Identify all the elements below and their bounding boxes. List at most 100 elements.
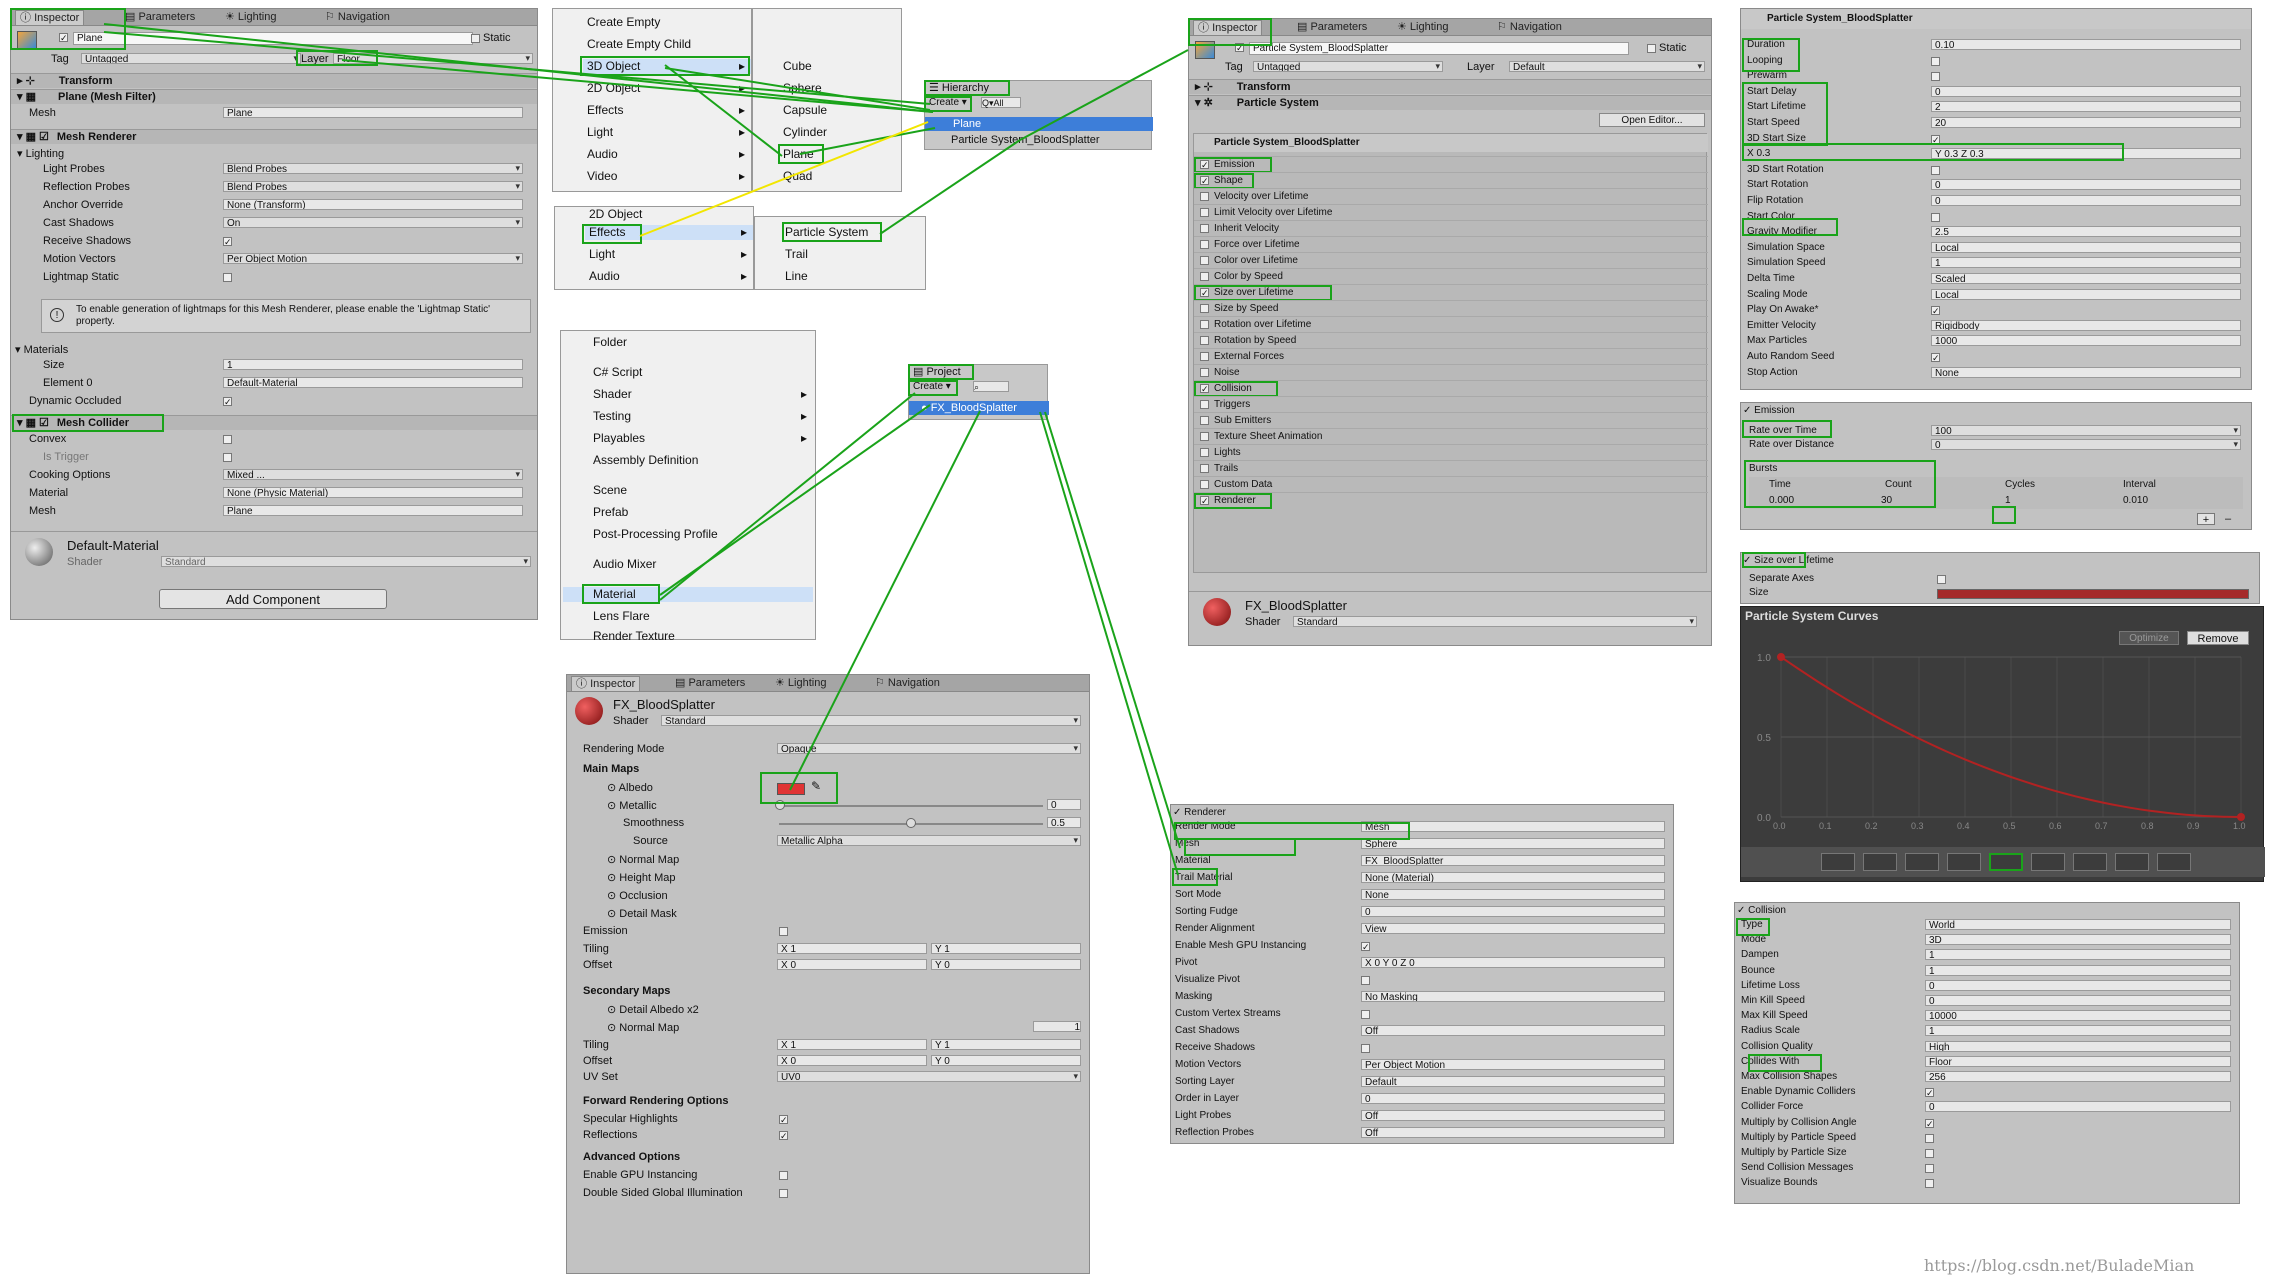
row-value-field[interactable]: 1 (1925, 1025, 2231, 1037)
menu-item-light[interactable]: Light▸ (587, 125, 745, 139)
lighting-foldout[interactable]: ▾ Lighting (17, 148, 65, 160)
submenu-item-sphere[interactable]: Sphere (783, 81, 822, 95)
tab-lighting[interactable]: ☀ Lighting (775, 677, 827, 689)
menu-item-audio-mixer[interactable]: Audio Mixer (593, 557, 657, 571)
active-checkbox[interactable]: ✓ (1235, 43, 1244, 53)
module-toggle-checkbox[interactable] (1200, 432, 1209, 441)
tiling2-y-field[interactable]: Y 1 (931, 1039, 1081, 1050)
menu-item-effects[interactable]: Effects▸ (587, 103, 745, 117)
offset-y-field[interactable]: Y 0 (931, 959, 1081, 970)
tag-dropdown[interactable]: Untagged (81, 53, 301, 64)
module-row[interactable]: Texture Sheet Animation (1194, 428, 1708, 445)
materials-size-field[interactable]: 1 (223, 359, 523, 370)
emission-checkbox[interactable] (779, 927, 788, 936)
tab-parameters[interactable]: ▤ Parameters (125, 11, 196, 23)
module-row[interactable]: ✓Size over Lifetime (1194, 284, 1708, 301)
menu-item-audio[interactable]: Audio▸ (587, 147, 745, 161)
row-value-field[interactable]: 3D (1925, 934, 2231, 946)
burst-time-field[interactable]: 0.000 (1769, 495, 1795, 506)
receive-shadows-checkbox[interactable]: ✓ (223, 237, 232, 247)
motion-vectors-dropdown[interactable]: Per Object Motion (223, 253, 523, 264)
tab-parameters[interactable]: ▤ Parameters (1297, 21, 1368, 33)
hierarchy-search[interactable]: Q▾All (981, 97, 1021, 108)
add-burst-button[interactable]: + (2197, 513, 2215, 526)
module-row[interactable]: Noise (1194, 364, 1708, 381)
menu-item-create-empty[interactable]: Create Empty (587, 15, 661, 29)
submenu-item-cube[interactable]: Cube (783, 59, 812, 73)
module-row[interactable]: Trails (1194, 460, 1708, 477)
shader-dropdown[interactable]: Standard (161, 556, 531, 567)
reflections-checkbox[interactable]: ✓ (779, 1131, 788, 1141)
module-toggle-checkbox[interactable] (1200, 192, 1209, 201)
curve-preset-button[interactable] (2073, 853, 2107, 871)
normal-scale-field[interactable]: 1 (1033, 1021, 1081, 1032)
row-checkbox[interactable] (1925, 1149, 1934, 1158)
dynamic-occluded-checkbox[interactable]: ✓ (223, 397, 232, 407)
submenu-item-particle-system[interactable]: Particle System (785, 225, 869, 239)
curve-preset-button[interactable] (1989, 853, 2023, 871)
row-value-field[interactable]: 1 (1925, 964, 2231, 976)
row-value-field[interactable]: Mesh (1361, 821, 1665, 832)
module-row[interactable]: Limit Velocity over Lifetime (1194, 204, 1708, 221)
smoothness-value[interactable]: 0.5 (1047, 817, 1081, 828)
menu-item-video[interactable]: Video▸ (587, 169, 745, 183)
curve-key-start[interactable] (1777, 653, 1785, 661)
module-toggle-checkbox[interactable]: ✓ (1200, 384, 1209, 394)
row-checkbox[interactable] (1931, 56, 1940, 66)
hierarchy-item-particle-system[interactable]: Particle System_BloodSplatter (951, 134, 1100, 146)
row-value-field[interactable]: Local (1931, 241, 2241, 253)
module-toggle-checkbox[interactable] (1200, 416, 1209, 425)
light-probes-dropdown[interactable]: Blend Probes (223, 163, 523, 174)
menu-item-2d-object[interactable]: 2D Object▸ (587, 81, 745, 95)
row-value-field[interactable]: 0 (1925, 995, 2231, 1006)
module-toggle-checkbox[interactable]: ✓ (1200, 176, 1209, 186)
row-value-field[interactable]: 1000 (1931, 335, 2241, 347)
tab-lighting[interactable]: ☀ Lighting (225, 11, 277, 23)
add-component-button[interactable]: Add Component (159, 589, 387, 609)
tiling-x-field[interactable]: X 1 (777, 943, 927, 954)
module-toggle-checkbox[interactable] (1200, 240, 1209, 249)
cast-shadows-dropdown[interactable]: On (223, 217, 523, 228)
module-row[interactable]: Sub Emitters (1194, 412, 1708, 429)
row-checkbox[interactable] (1931, 165, 1940, 175)
curves-remove-button[interactable]: Remove (2187, 631, 2249, 645)
submenu-item-quad[interactable]: Quad (783, 169, 813, 183)
double-sided-gi-checkbox[interactable] (779, 1189, 788, 1198)
specular-highlights-checkbox[interactable]: ✓ (779, 1115, 788, 1125)
row-value-field[interactable]: Floor (1925, 1055, 2231, 1067)
hierarchy-title[interactable]: ☰ Hierarchy (929, 82, 989, 94)
menu-item-effects[interactable]: Effects▸ (585, 225, 753, 240)
row-checkbox[interactable]: ✓ (1931, 353, 1940, 363)
module-toggle-checkbox[interactable]: ✓ (1200, 496, 1209, 506)
submenu-item-cylinder[interactable]: Cylinder (783, 125, 828, 139)
particle-system-header[interactable]: ▾ ✲Particle System (1189, 95, 1711, 110)
tab-inspector[interactable]: ⓘ Inspector (15, 10, 85, 25)
search-icon[interactable]: ⌕ (973, 381, 1009, 392)
offset2-x-field[interactable]: X 0 (777, 1055, 927, 1066)
metallic-value[interactable]: 0 (1047, 799, 1081, 810)
source-dropdown[interactable]: Metallic Alpha (777, 835, 1081, 846)
module-toggle-checkbox[interactable] (1200, 352, 1209, 361)
size-curve-preview[interactable] (1937, 589, 2249, 599)
cooking-options-dropdown[interactable]: Mixed ... (223, 469, 523, 480)
hierarchy-item-plane[interactable]: Plane (925, 117, 1153, 131)
reflection-probes-dropdown[interactable]: Blend Probes (223, 181, 523, 192)
remove-burst-button[interactable]: – (2224, 513, 2232, 525)
size-curve[interactable] (1780, 656, 2242, 818)
metallic-slider-thumb[interactable] (775, 800, 785, 810)
menu-item-testing[interactable]: Testing▸ (593, 409, 807, 423)
tab-lighting[interactable]: ☀ Lighting (1397, 21, 1449, 33)
row-value-field[interactable]: X 0 Y 0 Z 0 (1361, 957, 1665, 968)
menu-item-material[interactable]: Material (563, 587, 813, 602)
curve-preset-button[interactable] (1947, 853, 1981, 871)
tab-navigation[interactable]: ⚐ Navigation (875, 677, 940, 689)
curve-preset-button[interactable] (2115, 853, 2149, 871)
row-checkbox[interactable] (1931, 212, 1940, 222)
row-value-field[interactable]: 20 (1931, 117, 2241, 128)
row-value-field[interactable]: None (1931, 366, 2241, 378)
module-row[interactable]: ✓Renderer (1194, 492, 1708, 509)
shader-dropdown[interactable]: Standard (661, 715, 1081, 726)
module-toggle-checkbox[interactable] (1200, 304, 1209, 313)
module-row[interactable]: External Forces (1194, 348, 1708, 365)
row-value-field[interactable]: Rigidbody (1931, 319, 2241, 331)
